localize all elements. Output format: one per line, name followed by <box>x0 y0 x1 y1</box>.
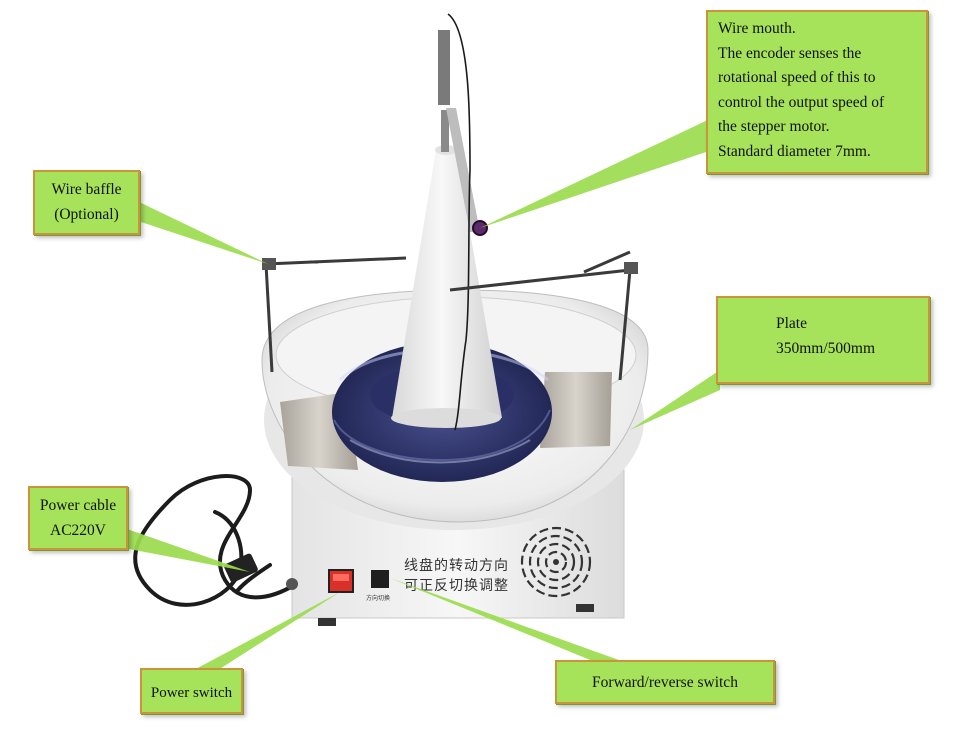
wire-baffle-line-2: (Optional) <box>54 205 119 223</box>
wire-mouth-line-4: control the output speed of <box>718 93 885 111</box>
callout-wire-baffle: Wire baffle (Optional) <box>33 170 140 235</box>
power-cable-line-1: Power cable <box>39 497 117 514</box>
feed-wire <box>447 13 471 431</box>
pointer-power-switch <box>190 592 340 672</box>
base-foot-right <box>576 604 594 612</box>
callout-power-cable: Power cable AC220V <box>28 486 128 550</box>
wire-mouth-line-3: rotational speed of this to <box>718 69 876 86</box>
callout-plate: Plate 350mm/500mm <box>716 296 930 384</box>
callout-power-switch: Power switch <box>140 668 243 714</box>
top-shaft <box>441 110 449 152</box>
wire-mouth-line-5: the stepper motor. <box>718 118 830 135</box>
power-switch-label: Power switch <box>150 685 233 701</box>
steel-plate-right <box>540 372 612 448</box>
pointer-power-cable <box>124 528 250 572</box>
small-switch-label: 方向切换 <box>366 594 390 602</box>
arm-bracket <box>446 108 480 232</box>
cable-gland <box>286 578 298 590</box>
callout-pointers <box>124 118 720 672</box>
forward-reverse-switch[interactable] <box>371 570 389 588</box>
panel-text-line1: 线盘的转动方向 <box>404 557 509 574</box>
power-plug <box>224 553 258 583</box>
wire-mouth-line-1: Wire mouth. <box>718 20 796 37</box>
pointer-plate <box>630 370 720 430</box>
power-cable-line-2: AC220V <box>50 521 106 539</box>
forward-reverse-switch-label: Forward/reverse switch <box>592 674 738 691</box>
wire-baffle <box>264 250 632 381</box>
panel-text-line2: 可正反切换调整 <box>404 577 509 594</box>
plate-line-1: Plate <box>776 315 807 332</box>
vent-grill <box>520 526 592 598</box>
wire-baffle-line-1: Wire baffle <box>51 181 122 198</box>
wire-mouth-line-6: Standard diameter 7mm. <box>718 142 871 160</box>
callout-wire-mouth: Wire mouth. The encoder senses the rotat… <box>706 10 928 174</box>
pointer-baffle <box>135 200 268 264</box>
pointer-fr-switch <box>390 578 630 664</box>
base-foot-left <box>318 618 336 626</box>
plate-line-2: 350mm/500mm <box>776 339 876 357</box>
wire-mouth-line-2: The encoder senses the <box>718 44 862 62</box>
pointer-wire-mouth <box>480 118 712 228</box>
top-bracket <box>438 30 450 105</box>
cone <box>392 150 502 418</box>
callout-forward-reverse-switch: Forward/reverse switch <box>555 660 775 704</box>
